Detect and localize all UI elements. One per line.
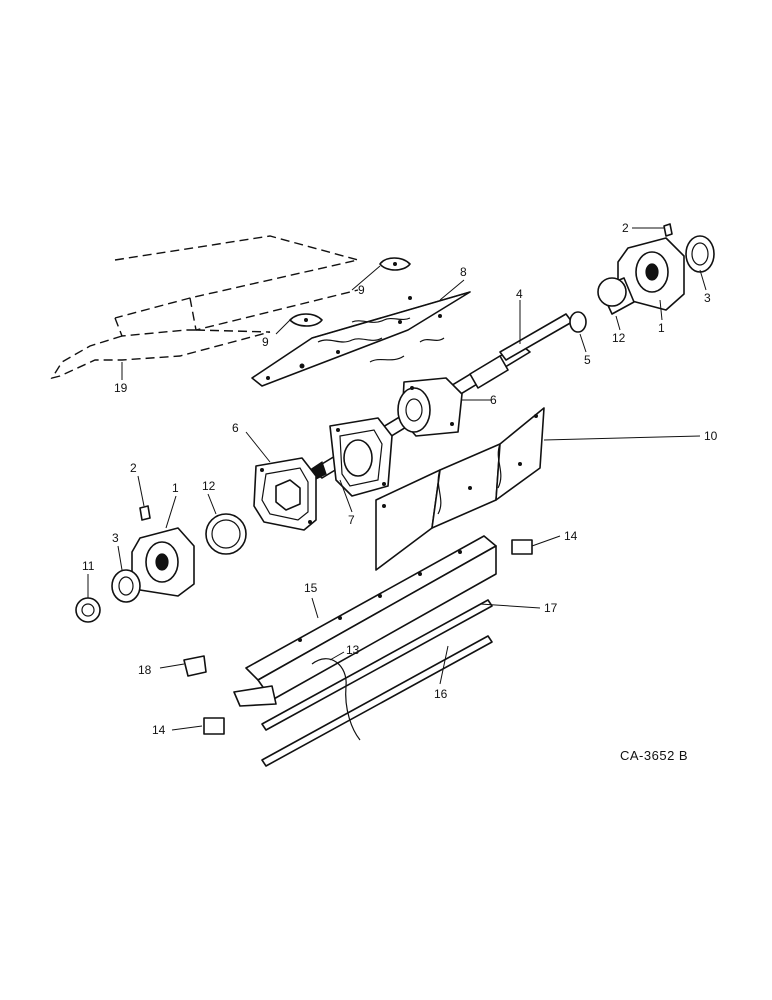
label-17: 17: [544, 601, 558, 615]
gasket-bottom: [289, 313, 323, 327]
gearbox-housing: [329, 417, 393, 497]
label-2-right: 2: [622, 221, 629, 235]
wire: [311, 658, 361, 741]
side-panels: [375, 407, 545, 571]
label-14-right: 14: [564, 529, 578, 543]
collar-left: [111, 569, 141, 603]
label-8: 8: [460, 265, 467, 279]
label-2-left: 2: [130, 461, 137, 475]
label-15: 15: [304, 581, 318, 595]
label-12-right: 12: [612, 331, 626, 345]
washer-5: [569, 311, 587, 333]
label-10: 10: [704, 429, 718, 443]
bracket-18: [183, 655, 207, 677]
label-9-top: 9: [358, 283, 365, 297]
sleeve-right: [597, 277, 635, 315]
label-5: 5: [584, 353, 591, 367]
label-6-left: 6: [232, 421, 239, 435]
channel-15: [233, 535, 497, 707]
label-1-left: 1: [172, 481, 179, 495]
label-7: 7: [348, 513, 355, 527]
leader-lines: [87, 227, 707, 731]
label-3-right: 3: [704, 291, 711, 305]
collar-right: [685, 235, 715, 273]
dashed-cover-outline: [50, 235, 359, 380]
strap-16: [261, 635, 493, 767]
sleeve-left: [205, 513, 247, 555]
label-14-left: 14: [152, 723, 166, 737]
label-11: 11: [82, 559, 95, 573]
label-6-right: 6: [490, 393, 497, 407]
gasket-top: [379, 257, 411, 271]
strap-17: [261, 599, 493, 731]
label-3-left: 3: [112, 531, 119, 545]
label-16: 16: [434, 687, 448, 701]
bearing-housing-right: [397, 377, 463, 437]
seal-11: [75, 597, 101, 623]
top-plate: [251, 291, 471, 387]
label-12-left: 12: [202, 479, 216, 493]
label-19: 19: [114, 381, 128, 395]
label-18: 18: [138, 663, 152, 677]
bearing-flange-right: [617, 237, 685, 311]
reference-code: CA-3652 B: [620, 748, 688, 763]
label-9-bottom: 9: [262, 335, 269, 349]
bracket-14-left: [203, 717, 225, 735]
grease-fitting-right: [663, 223, 673, 237]
bearing-flange-left: [131, 527, 195, 597]
label-13: 13: [346, 643, 360, 657]
grease-fitting-left: [139, 505, 151, 521]
flange-housing-left: [253, 457, 317, 531]
label-1-right: 1: [658, 321, 665, 335]
bracket-14-right: [511, 539, 533, 555]
label-4: 4: [516, 287, 523, 301]
